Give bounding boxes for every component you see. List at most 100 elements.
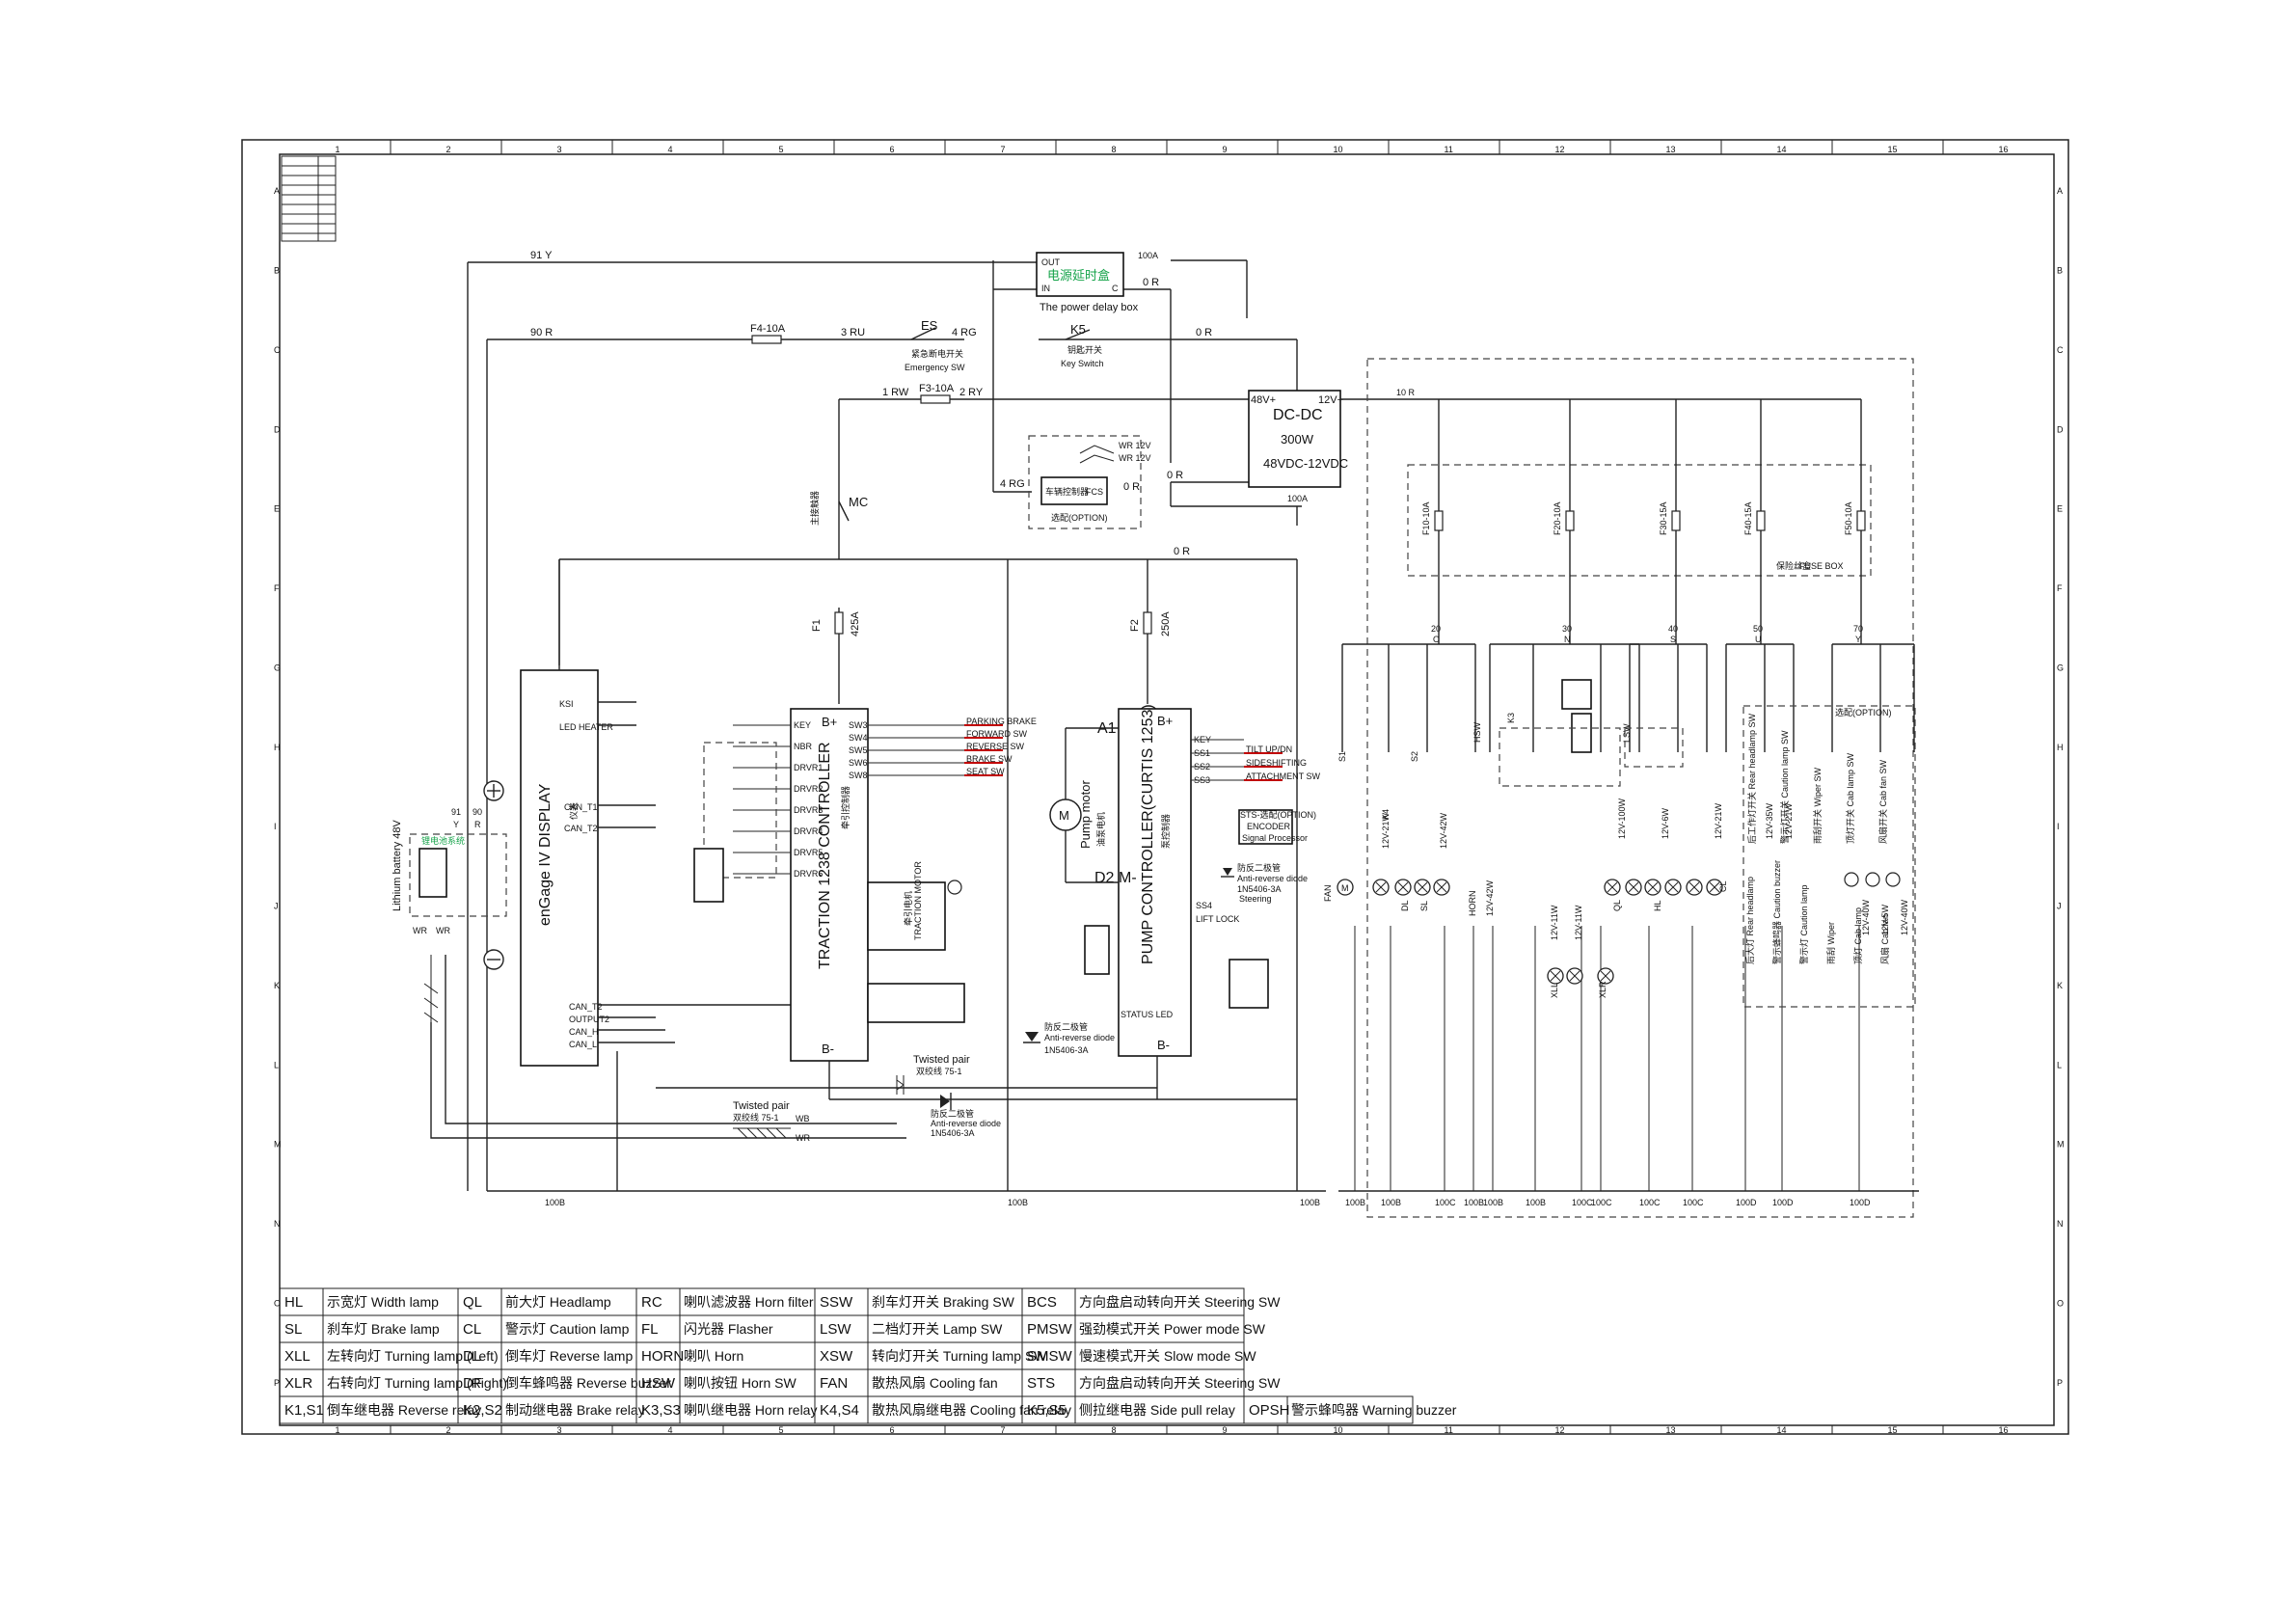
horn-switch-group [1499,727,1621,787]
rail-number: 20 [1431,624,1441,634]
svg-text:48VDC-12VDC: 48VDC-12VDC [1263,456,1348,471]
row-label-left: J [274,902,279,911]
legend-code: QL [463,1294,482,1311]
ground-label: 100B [1526,1198,1546,1207]
svg-text:90: 90 [473,807,482,817]
col-label-top: 5 [779,145,784,154]
svg-text:WB: WB [796,1114,810,1123]
svg-text:选配(OPTION): 选配(OPTION) [1835,707,1892,717]
legend-code: SSW [820,1294,853,1311]
option-switch-label: 雨刮开关 Wiper SW [1812,767,1823,844]
wire-90r: 90 R [530,327,553,338]
svg-text:DC-DC: DC-DC [1273,407,1323,423]
wire-91y: 91 Y [530,250,553,261]
load-code: XLL [1550,983,1559,998]
ground-label: 100B [1464,1198,1484,1207]
legend-description: 喇叭按钮 Horn SW [684,1375,797,1391]
legend-code: FL [641,1321,659,1338]
svg-text:ENCODER: ENCODER [1247,822,1291,831]
rail-color: S [1670,635,1676,644]
traction-sw-label: SEAT SW [966,767,1005,776]
legend-description: 二档灯开关 Lamp SW [872,1321,1003,1337]
col-label-top: 12 [1555,145,1565,154]
legend-code: XLR [284,1375,312,1392]
row-label-right: K [2057,981,2063,990]
row-label-right: P [2057,1378,2063,1388]
switch-code: LSW [1622,723,1632,743]
svg-text:防反二极管: 防反二极管 [1044,1021,1088,1032]
pump-pin-function: SIDESHIFTING [1246,758,1307,768]
rail-color: O [1433,635,1440,644]
svg-text:1N5406-3A: 1N5406-3A [1044,1045,1089,1055]
ground-label: 100D [1850,1198,1871,1207]
ground-label: 100C [1572,1198,1593,1207]
col-label-top: 11 [1445,145,1453,154]
legend-description: 闪光器 Flasher [684,1321,773,1337]
svg-text:LIFT LOCK: LIFT LOCK [1196,914,1239,924]
fuse-label: F10-10A [1421,501,1431,535]
legend-description: 刹车灯 Brake lamp [327,1321,440,1337]
wire-1rw: 1 RW [882,387,909,398]
load-code: CL [1718,880,1728,892]
traction-input-label: NBR [794,742,813,751]
col-label-bottom: 6 [890,1425,895,1435]
legend-description: 喇叭 Horn [684,1348,743,1364]
rail-color: Y [1855,635,1861,644]
row-label-left: A [274,186,280,196]
col-label-top: 9 [1223,145,1228,154]
traction-sw-pin: SW3 [849,720,868,730]
traction-sw-pin: SW5 [849,745,868,755]
lamp-switch-box [1624,727,1684,768]
load-code: SL [1419,901,1429,911]
rail-number: 40 [1668,624,1678,634]
legend-description: 转向灯开关 Turning lamp SW [872,1348,1047,1364]
row-label-right: N [2057,1219,2064,1229]
svg-text:牵引控制器: 牵引控制器 [840,786,851,829]
svg-text:CAN_T1: CAN_T1 [564,802,598,812]
option-switch-label: 顶灯开关 Cab lamp SW [1845,752,1855,844]
row-label-left: M [274,1140,282,1150]
option-switch-label: 风扇开关 Cab fan SW [1877,759,1888,844]
svg-text:M-: M- [1119,870,1137,886]
svg-text:Twisted pair: Twisted pair [913,1054,970,1066]
legend-code: PMSW [1027,1321,1073,1338]
traction-sw-label: REVERSE SW [966,742,1025,751]
svg-text:SS4: SS4 [1196,901,1212,910]
svg-text:250A: 250A [1160,611,1172,636]
engage-display: enGage IV DISPLAY 仪表 KSI LED HEATER CAN_… [520,559,791,1067]
legend-description: 示宽灯 Width lamp [327,1294,439,1310]
row-label-left: B [274,266,280,276]
traction-sw-label: FORWARD SW [966,729,1028,739]
legend-code: SL [284,1321,302,1338]
col-label-bottom: 4 [668,1425,673,1435]
switch-code: K4 [1381,809,1391,820]
revision-table [281,155,337,242]
legend-code: K2,S2 [463,1402,502,1419]
row-label-right: J [2057,902,2062,911]
option-output-label: 后大灯 Rear headlamp [1744,877,1755,964]
option-motor-icon [1885,872,1901,887]
wire-0r-b: 0 R [1196,327,1212,338]
svg-text:C: C [1112,284,1119,293]
legend-description: 警示蜂鸣器 Warning buzzer [1291,1402,1457,1418]
anti-reverse-diode-3: 防反二极管 Anti-reverse diode 1N5406-3A [931,1093,1001,1138]
ground-label: 100B [1381,1198,1401,1207]
legend-description: 散热风扇继电器 Cooling fan relay [872,1402,1071,1418]
col-label-bottom: 10 [1334,1425,1343,1435]
row-label-left: I [274,822,277,831]
option-switch-label: 后工作灯开关 Rear headlamp SW [1746,713,1757,844]
pump-controller: PUMP CONTROLLER(CURTIS 1253) 泵控制器 B+ B- … [1049,704,1321,1057]
ground-label: 100C [1435,1198,1456,1207]
load-code: HORN [1468,891,1477,917]
svg-text:48V+: 48V+ [1251,394,1276,406]
traction-sw-label: BRAKE SW [966,754,1013,764]
svg-text:F1: F1 [811,619,823,632]
svg-text:Anti-reverse diode: Anti-reverse diode [1044,1033,1115,1042]
legend-code: LSW [820,1321,851,1338]
row-label-right: G [2057,663,2064,672]
svg-text:PUMP CONTROLLER(CURTIS 1253): PUMP CONTROLLER(CURTIS 1253) [1140,704,1156,964]
row-label-right: F [2057,583,2063,593]
col-label-bottom: 15 [1888,1425,1898,1435]
svg-text:双绞线 75-1: 双绞线 75-1 [733,1112,779,1123]
sheet-outer-border [241,139,2069,1435]
